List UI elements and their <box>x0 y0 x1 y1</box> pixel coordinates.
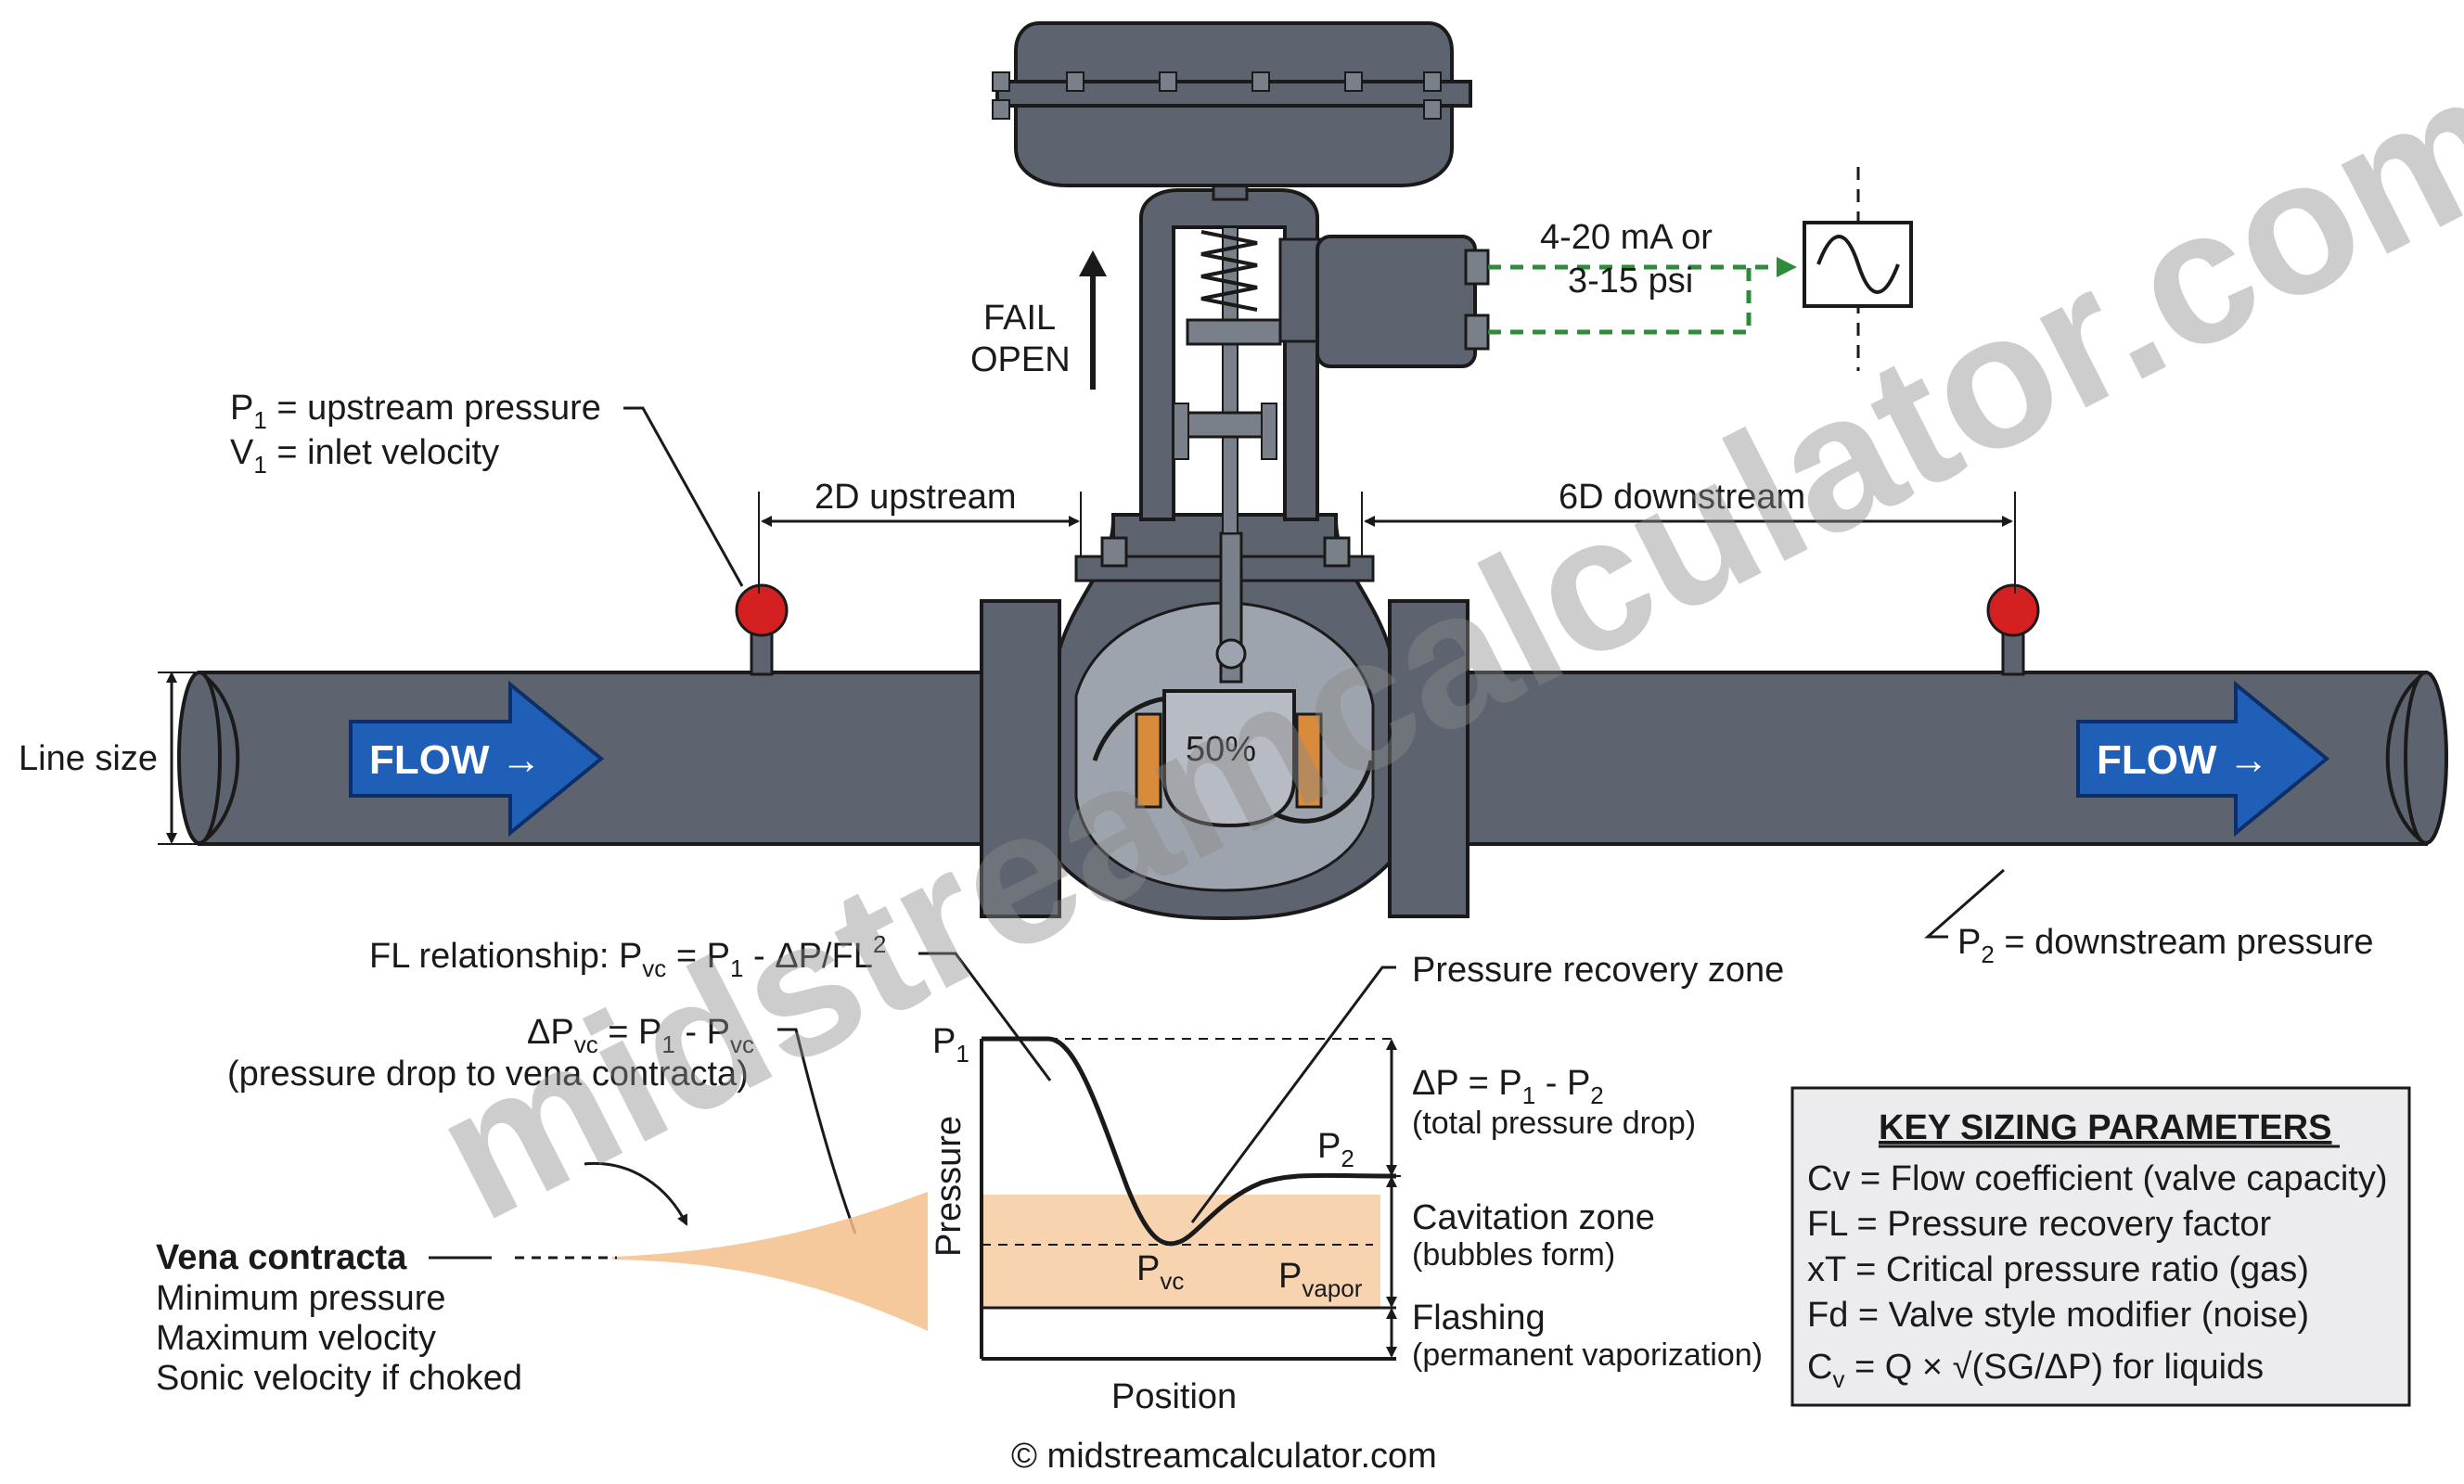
key-param-row: Fd = Valve style modifier (noise) <box>1807 1296 2309 1335</box>
recovery-zone-label: Pressure recovery zone <box>1412 951 1784 990</box>
controller-icon <box>1803 167 1913 371</box>
p2-label: P2 = downstream pressure <box>1957 923 2374 968</box>
graph-y-axis-label: Pressure <box>930 1116 969 1257</box>
graph-pvapor: Pvapor <box>1278 1257 1363 1302</box>
vena-line-3: Sonic velocity if choked <box>156 1359 522 1398</box>
key-param-row: FL = Pressure recovery factor <box>1807 1205 2272 1244</box>
valve-opening-label: 50% <box>1186 730 1256 769</box>
svg-text:FLOW →: FLOW → <box>369 737 542 783</box>
dpvc-formula: ΔPvc = P1 - Pvc <box>527 1013 754 1058</box>
p1-leader <box>623 406 744 587</box>
p2-leader <box>1924 868 2005 939</box>
key-params-title: KEY SIZING PARAMETERS <box>1879 1108 2331 1147</box>
vena-contracta-title: Vena contracta <box>156 1238 407 1277</box>
fl-relationship: FL relationship: Pvc = P1 - ΔP/FL2 <box>369 930 886 982</box>
upstream-dimension <box>758 492 1082 594</box>
valve-yoke <box>1139 156 1319 534</box>
signal-label-2: 3-15 psi <box>1568 262 1693 301</box>
signal-line <box>1488 257 1797 335</box>
total-dp-desc: (total pressure drop) <box>1412 1106 1696 1141</box>
downstream-dimension-label: 6D downstream <box>1559 478 1805 517</box>
key-param-row: xT = Critical pressure ratio (gas) <box>1807 1250 2309 1289</box>
svg-text:FLOW →: FLOW → <box>2097 737 2269 783</box>
upstream-pressure-tap <box>735 583 789 676</box>
recovery-zone-leader <box>1190 966 1396 1223</box>
positioner <box>1278 235 1490 368</box>
line-size-dimension <box>158 672 199 845</box>
pressure-graph <box>980 1036 1397 1361</box>
vena-line-2: Maximum velocity <box>156 1319 436 1358</box>
vena-line-1: Minimum pressure <box>156 1279 446 1318</box>
p1-label: P1 = upstream pressure <box>230 389 601 434</box>
total-dp-dimension <box>1373 1039 1401 1358</box>
key-param-formula: Cv = Q × √(SG/ΔP) for liquids <box>1807 1348 2264 1393</box>
downstream-dimension <box>1361 492 2016 594</box>
dpvc-leader <box>777 1028 857 1235</box>
graph-p2: P2 <box>1317 1127 1354 1172</box>
cavitation-zone-desc: (bubbles form) <box>1412 1237 1615 1273</box>
flow-arrow-left: FLOW → <box>349 680 605 838</box>
signal-label-1: 4-20 mA or <box>1540 218 1713 257</box>
flow-arrow-right: FLOW → <box>2076 680 2330 838</box>
v1-label: V1 = inlet velocity <box>230 433 499 479</box>
key-param-row: Cv = Flow coefficient (valve capacity) <box>1807 1159 2387 1198</box>
graph-x-axis-label: Position <box>1111 1377 1237 1416</box>
graph-p1: P1 <box>932 1022 969 1068</box>
copyright: © midstreamcalculator.com <box>1011 1437 1437 1476</box>
actuator <box>992 21 1472 187</box>
graph-pvc: Pvc <box>1136 1249 1184 1295</box>
dpvc-desc: (pressure drop to vena contracta) <box>227 1055 749 1094</box>
key-parameters-box <box>1790 1086 2411 1407</box>
total-dp-label: ΔP = P1 - P2 <box>1412 1064 1604 1109</box>
cavitation-zone-label: Cavitation zone <box>1412 1198 1655 1237</box>
downstream-pressure-tap <box>1986 583 2040 676</box>
line-size-label: Line size <box>19 739 158 778</box>
flashing-label: Flashing <box>1412 1298 1546 1337</box>
upstream-dimension-label: 2D upstream <box>815 478 1017 517</box>
fl-relationship-leader <box>918 952 1052 1081</box>
fail-label-2: OPEN <box>970 340 1071 379</box>
fail-open-arrow <box>1079 250 1107 390</box>
valve-body <box>980 513 1469 921</box>
vena-contracta-jet <box>515 1161 928 1331</box>
fail-label-1: FAIL <box>983 299 1056 338</box>
flashing-desc: (permanent vaporization) <box>1412 1337 1763 1373</box>
